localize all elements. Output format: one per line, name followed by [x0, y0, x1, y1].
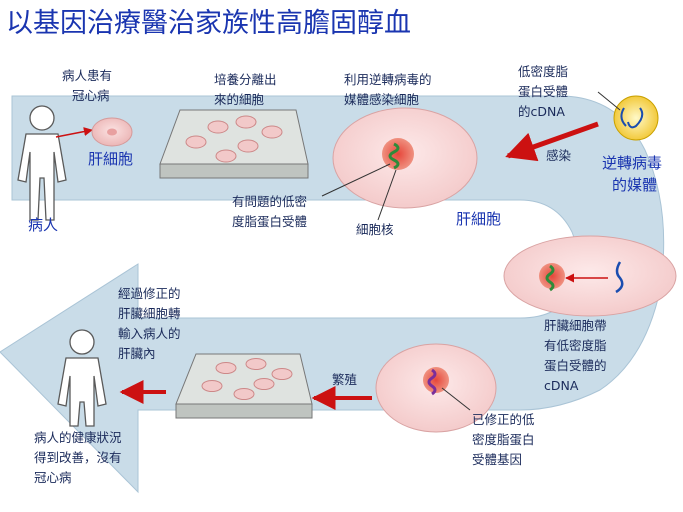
inserted-cdna: [615, 261, 624, 294]
outcome-label: 病人的健康狀況 得到改善，沒有 冠心病: [34, 430, 126, 485]
corrected-gene-label: 已修正的低 密度脂蛋白 受體基因: [472, 412, 539, 467]
cdna-pointer: [597, 91, 621, 111]
patient-label: 病人: [28, 216, 58, 234]
corrected-gene-pointer: [441, 387, 471, 411]
culture-plate-top: [159, 109, 309, 179]
liver-cell-small-nucleus: [107, 128, 117, 136]
biopsy-arrow: [55, 127, 93, 138]
infection-label: 感染: [546, 148, 572, 163]
corrected-cell-nucleus: [423, 367, 449, 393]
cultured-cells-label: 培養分離出 來的細胞: [214, 72, 281, 107]
cell-with-cdna: [503, 235, 677, 317]
patient-figure-bottom: [57, 329, 107, 427]
ldl-cdna-label: 低密度脂 蛋白受體 的cDNA: [518, 64, 572, 119]
patient-condition-label: 病人患有 冠心病: [62, 68, 116, 103]
defective-receptor-pointer: [321, 163, 391, 197]
cdna-cell-dna: [545, 264, 555, 292]
corrected-gene-dna: [427, 368, 437, 396]
cell-nucleus: [382, 138, 414, 170]
liver-cell-right-label: 肝細胞: [456, 210, 501, 228]
nucleus-label: 細胞核: [356, 222, 394, 237]
retrovirus-label: 逆轉病毒 的媒體: [602, 154, 667, 194]
diagram-title: 以基因治療醫治家族性高膽固醇血: [6, 8, 411, 39]
reproduce-label: 繁殖: [332, 372, 357, 387]
defective-gene-dna: [388, 142, 400, 170]
defective-receptor-label: 有問題的低密 度脂蛋白受體: [232, 194, 311, 229]
viral-infection-label: 利用逆轉病毒的 媒體感染細胞: [344, 72, 436, 107]
cell-with-cdna-label: 肝臟細胞帶 有低密度脂 蛋白受體的 cDNA: [544, 318, 611, 393]
culture-plate-bottom: [175, 353, 313, 419]
cdna-cell-nucleus: [539, 263, 565, 289]
liver-cell-label: 肝細胞: [88, 150, 133, 168]
nucleus-pointer: [377, 169, 397, 221]
transplant-label: 經過修正的 肝臟細胞轉 輸入病人的 肝臟內: [118, 286, 185, 361]
retrovirus-rna: [620, 107, 644, 129]
infection-arrow: [505, 121, 599, 162]
retrovirus-particle: [613, 95, 659, 141]
patient-figure-top: [17, 105, 67, 221]
